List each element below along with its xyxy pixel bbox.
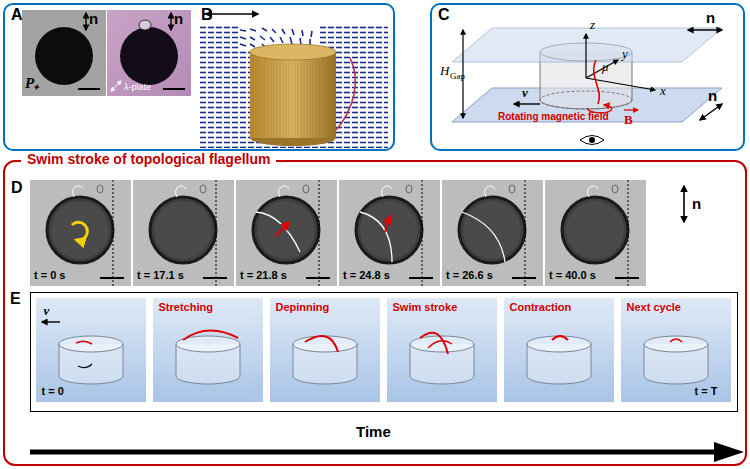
node-text: λ-plate [124,83,151,92]
node-text: C [438,7,450,23]
setup-sketch [452,28,722,145]
node-text: t = 24.8 s [343,270,390,281]
node-text: t = 17.1 s [137,270,184,281]
figure-label: Gap [450,72,465,81]
time-arrow [30,442,744,462]
stage-tile: v t = 0 [36,298,146,402]
video-frames [47,180,684,286]
node-text: t = 26.6 s [446,270,493,281]
stage-tile: Next cycle t = T [621,298,731,402]
node-text: E [10,291,21,307]
video-frame: t = 17.1 s [133,180,234,286]
figure-label: v [522,86,528,99]
node-text: A [11,7,23,23]
node-text: t = 0 s [34,270,66,281]
stage-tile: Depinning [270,298,380,402]
panel-box: ABnP₊nλ-plate [3,3,395,151]
micrograph: nP₊ [22,10,106,96]
video-frame: t = 40.0 s [545,180,646,286]
video-frame: t = 0 s [30,180,131,286]
node-text: t = 21.8 s [240,270,287,281]
node-text: D [11,180,23,196]
node-text: Depinning [276,302,330,313]
figure-label: μ [602,60,609,73]
stage-tile: Swim stroke [387,298,497,402]
stage-tile: Stretching [153,298,263,402]
figure-label: Rotating magnetic field [498,112,609,122]
node-text: n [174,11,183,26]
video-frame: t = 21.8 s [236,180,337,286]
video-frame: t = 24.8 s [339,180,440,286]
node-text: Next cycle [627,302,681,313]
node-text: Swim stroke [393,302,458,313]
figure-label: z [590,18,595,31]
panel-box: C [430,3,745,151]
node-text: t = 40.0 s [549,270,596,281]
node-text: v [44,304,50,317]
figure-label: x [660,84,666,97]
node-text: P₊ [25,76,39,91]
node-text: Stretching [159,302,213,313]
node-text: t = 0 [42,386,64,397]
node-text: B [201,7,213,23]
figure-label: n [708,88,717,103]
figure-label: n [706,10,715,25]
node-text: Swim stroke of topological flagellum [21,151,276,167]
panel-box: Swim stroke of topological flagellumDt =… [3,160,747,466]
figure-label: H [440,64,449,77]
figure-label: n [692,196,701,211]
node-text: t = T [695,386,718,397]
stage-tile: Contraction [504,298,614,402]
figure-label: B [624,113,633,126]
sequence-strip: Evt = 0StretchingDepinningSwim strokeCon… [30,292,738,412]
node-text: n [89,11,98,26]
figure-label: Time [356,424,391,439]
micrograph: n λ-plate [107,10,191,96]
figure-label: y [622,47,628,60]
node-text: Contraction [510,302,572,313]
video-frame: t = 26.6 s [442,180,543,286]
director-field [200,14,388,148]
